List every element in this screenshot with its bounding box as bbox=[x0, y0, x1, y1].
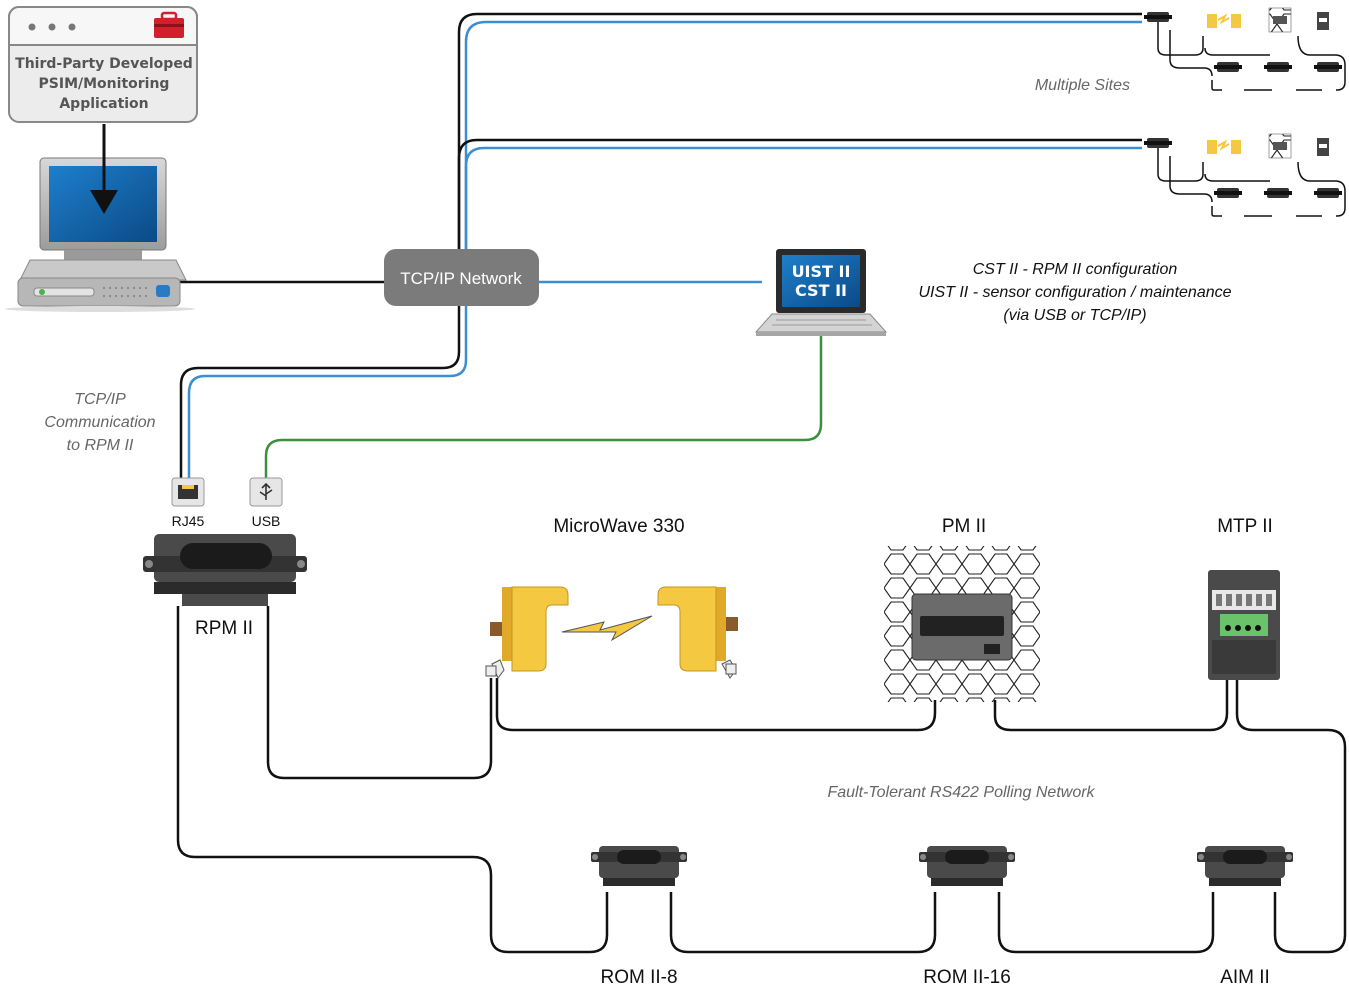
remote-site-2 bbox=[1143, 133, 1346, 217]
usb-config-line bbox=[264, 336, 823, 478]
config-note-line-3: (via USB or TCP/IP) bbox=[1003, 307, 1146, 324]
laptop-screen-line-2: CST II bbox=[795, 281, 847, 300]
window-dot-icon bbox=[48, 23, 56, 31]
usb-port-icon bbox=[249, 477, 283, 507]
usb-label: USB bbox=[252, 513, 281, 529]
rom16-unit bbox=[919, 846, 1015, 886]
app-title-line-3: Application bbox=[59, 96, 148, 112]
config-note-line-1: CST II - RPM II configuration bbox=[973, 261, 1178, 278]
rom8-label: ROM II-8 bbox=[600, 967, 677, 988]
aim-unit bbox=[1197, 846, 1293, 886]
window-dot-icon bbox=[68, 23, 76, 31]
remote-site-1 bbox=[1143, 7, 1346, 91]
aim-label: AIM II bbox=[1220, 967, 1270, 988]
rj45-label: RJ45 bbox=[172, 513, 205, 529]
toolbox-icon bbox=[154, 11, 184, 38]
desktop-workstation bbox=[5, 157, 195, 312]
app-title-line-1: Third-Party Developed bbox=[15, 56, 193, 72]
lightning-bolt-icon bbox=[561, 615, 653, 642]
pm-fence-sensor bbox=[884, 546, 1040, 702]
pm-label: PM II bbox=[942, 516, 986, 537]
rs422-bus-lines bbox=[176, 606, 1347, 954]
config-laptop: UIST II CST II bbox=[754, 249, 888, 336]
rpm-label: RPM II bbox=[195, 618, 253, 639]
tcp-note-line-1: TCP/IP bbox=[74, 391, 126, 408]
down-arrow-icon bbox=[90, 190, 118, 214]
multiple-sites-note: Multiple Sites bbox=[1035, 77, 1130, 94]
tcp-ip-trunk-lines bbox=[179, 12, 1142, 478]
third-party-app-window: Third-Party Developed PSIM/Monitoring Ap… bbox=[8, 6, 198, 123]
network-label: TCP/IP Network bbox=[400, 269, 522, 288]
app-title-line-2: PSIM/Monitoring bbox=[39, 76, 170, 92]
microwave-receiver bbox=[657, 586, 738, 679]
laptop-screen-line-1: UIST II bbox=[792, 262, 851, 281]
rj45-port-icon bbox=[171, 477, 205, 507]
mtp-label: MTP II bbox=[1217, 516, 1273, 537]
rom8-unit bbox=[591, 846, 687, 886]
config-note-line-2: UIST II - sensor configuration / mainten… bbox=[918, 284, 1231, 301]
rom16-label: ROM II-16 bbox=[923, 967, 1011, 988]
tcp-ip-network-node: TCP/IP Network bbox=[384, 249, 539, 306]
window-dot-icon bbox=[28, 23, 36, 31]
rpm-unit bbox=[143, 534, 307, 606]
tcp-note-line-3: to RPM II bbox=[67, 437, 134, 454]
microwave-label: MicroWave 330 bbox=[553, 516, 684, 537]
polling-network-note: Fault-Tolerant RS422 Polling Network bbox=[827, 784, 1095, 801]
tcp-note-line-2: Communication bbox=[44, 414, 155, 431]
mtp-panel bbox=[1208, 570, 1280, 680]
microwave-transmitter bbox=[485, 586, 569, 679]
